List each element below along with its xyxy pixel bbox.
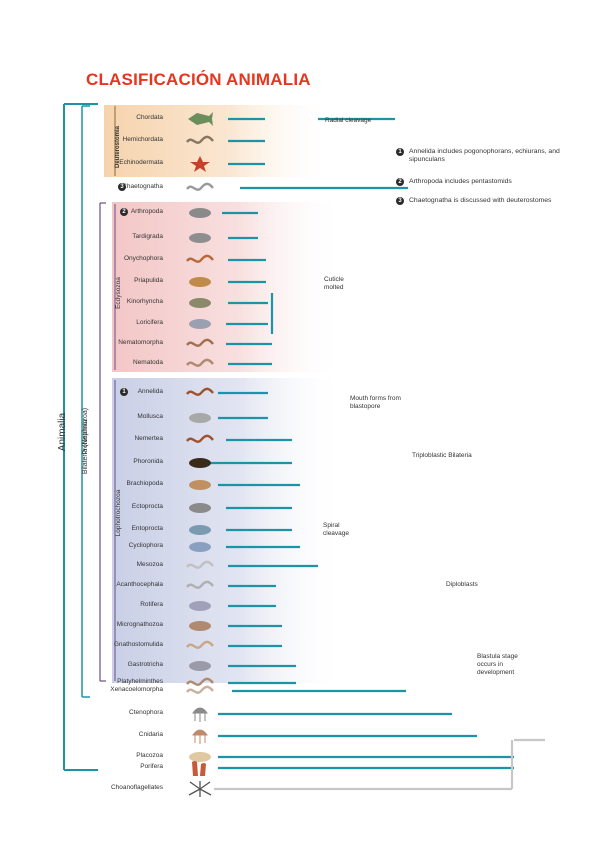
node-label-mouth-from-blastopore: Mouth forms from blastopore: [350, 395, 401, 410]
ecdysozoa-label: Ecdysozoa: [115, 277, 122, 309]
footnote-1: 1 Annelida includes pogonophorans, echiu…: [396, 148, 571, 164]
footnote-badge: 1: [396, 148, 404, 156]
sponge-icon: [192, 761, 206, 776]
taxon-label: Mollusca: [137, 413, 163, 420]
roundworm-icon: [186, 358, 214, 367]
taxon-label: Entoprocta: [131, 525, 163, 532]
taxon-label: Arthropoda: [130, 208, 163, 215]
footnote-marker: 2: [120, 208, 128, 216]
velvet-worm-icon: [186, 254, 214, 263]
page-title: CLASIFICACIÓN ANIMALIA: [86, 70, 311, 89]
tardigrade-icon: [189, 233, 211, 243]
ribbon-worm-icon: [186, 434, 214, 443]
micrognathozoan-icon: [189, 621, 211, 631]
placozoan-icon: [189, 752, 211, 762]
taxon-label: Cnidaria: [138, 731, 163, 738]
taxon-label: Kinorhyncha: [126, 298, 163, 305]
choanoflagellate-icon: [188, 781, 212, 797]
kinorhynch-icon: [189, 298, 211, 308]
taxon-label: Ctenophora: [129, 709, 163, 716]
annelid-icon: [186, 387, 214, 396]
protostomia-label: Protostomia: [82, 419, 89, 455]
footnote-3: 3 Chaetognatha is discussed with deutero…: [396, 197, 571, 205]
bryozoan-icon: [189, 503, 211, 513]
taxon-label: Nematomorpha: [118, 339, 163, 346]
taxon-label: Placozoa: [136, 752, 163, 759]
snail-icon: [189, 413, 211, 423]
loriciferan-icon: [189, 319, 211, 329]
taxon-label: Chordata: [136, 114, 163, 121]
taxon-label: Annelida: [137, 388, 163, 395]
taxon-label: Hemichordata: [122, 136, 163, 143]
arrow-worm-icon: [186, 182, 214, 191]
deuterostomia-panel: [104, 105, 334, 177]
animalia-label: Animalia: [57, 412, 68, 452]
taxon-label: Nemertea: [134, 435, 163, 442]
crab-icon: [189, 208, 211, 218]
jellyfish-icon: [192, 729, 208, 744]
gastrotrich-icon: [189, 661, 211, 671]
taxon-label: Gnathostomulida: [113, 641, 163, 648]
ecdysozoa-panel: [112, 202, 344, 372]
horsehair-worm-icon: [186, 338, 214, 347]
taxon-label: Chaetognatha: [122, 183, 163, 190]
footnote-marker: 3: [118, 183, 126, 191]
footnote-2: 2 Arthropoda includes pentastomids: [396, 178, 571, 186]
acorn-worm-icon: [186, 135, 214, 144]
taxon-label: Micrognathozoa: [116, 621, 163, 628]
footnote-text: Arthropoda includes pentastomids: [409, 178, 512, 185]
taxon-label: Nematoda: [133, 359, 163, 366]
footnote-text: Annelida includes pogonophorans, echiura…: [409, 148, 560, 163]
taxon-label: Loricifera: [136, 319, 163, 326]
priapulid-icon: [189, 277, 211, 287]
flatworm-icon: [186, 677, 214, 686]
node-label-cuticle-molted: Cuticle molted: [324, 276, 344, 291]
taxon-label: Echinodermata: [119, 159, 163, 166]
taxon-label: Choanoflagellates: [110, 784, 163, 791]
starfish-icon: [190, 156, 210, 172]
taxon-label: Cycliophora: [128, 542, 163, 549]
cycliophoran-icon: [189, 542, 211, 552]
node-label-diploblasts: Diploblasts: [446, 581, 478, 588]
taxon-label: Porifera: [140, 763, 163, 770]
taxon-label: Rotifera: [140, 601, 163, 608]
mesozoan-icon: [186, 560, 214, 569]
node-label-blastula-stage: Blastula stage occurs in development: [477, 653, 518, 676]
rotifer-icon: [189, 601, 211, 611]
node-label-triploblastic-bilateria: Triploblastic Bilateria: [412, 452, 472, 459]
entoproct-icon: [189, 525, 211, 535]
taxon-label: Mesozoa: [136, 561, 163, 568]
footnote-badge: 2: [396, 178, 404, 186]
taxon-label: Brachiopoda: [126, 480, 164, 487]
comb-jelly-icon: [192, 707, 208, 722]
node-label-spiral-cleavage: Spiral cleavage: [323, 522, 350, 537]
deuterostomia-label: Deuterostomia: [115, 126, 121, 169]
lamp-shell-icon: [189, 480, 211, 490]
taxon-label: Gastrotricha: [127, 661, 163, 668]
taxon-label: Acanthocephala: [116, 581, 163, 588]
footnote-badge: 3: [396, 197, 404, 205]
taxon-label: Platyhelminthes: [117, 678, 163, 685]
phoronid-icon: [189, 458, 211, 468]
spiny-headed-worm-icon: [186, 580, 214, 589]
taxon-label: Phoronida: [133, 458, 163, 465]
footnote-marker: 1: [120, 388, 128, 396]
taxon-label: Onychophora: [123, 255, 163, 262]
jaw-worm-icon: [186, 640, 214, 649]
node-label-radial-cleavage: Radial cleavage: [325, 117, 372, 124]
taxon-label: Tardigrada: [132, 233, 163, 240]
lophotrochozoa-label: Lophotrochozoa: [115, 489, 122, 537]
taxon-label: Ectoprocta: [131, 503, 163, 510]
taxon-label: Priapulida: [134, 277, 163, 284]
acoel-icon: [186, 685, 214, 694]
footnote-text: Chaetognatha is discussed with deuterost…: [409, 197, 552, 204]
fish-icon: [188, 112, 213, 126]
taxon-label: Xenacoelomorpha: [110, 686, 163, 693]
